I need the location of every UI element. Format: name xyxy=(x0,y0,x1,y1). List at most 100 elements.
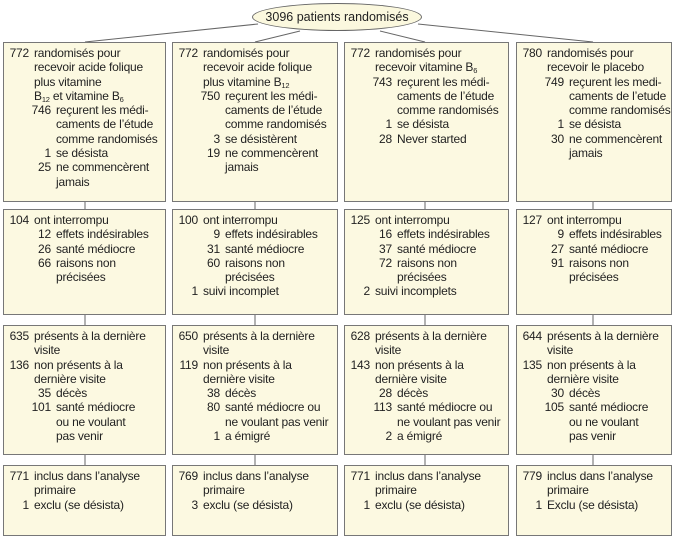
line-text: santé médiocre xyxy=(569,400,648,414)
line-text: caments de l’étude xyxy=(397,89,494,103)
text-part: exclu (se désista) xyxy=(34,497,124,512)
line-text: randomisés pour xyxy=(547,46,634,60)
text-part: caments de l’étude xyxy=(225,103,323,118)
box-line: pas venir xyxy=(7,429,163,443)
box-line: 19 ne commencèrent xyxy=(176,146,335,160)
count xyxy=(7,75,29,89)
count xyxy=(348,372,370,386)
text-part: santé médiocre xyxy=(569,400,649,415)
text-part: suivi incomplets xyxy=(375,284,457,299)
count xyxy=(29,415,51,429)
line-text: ont interrompu xyxy=(547,213,622,227)
count xyxy=(198,117,220,131)
count: 771 xyxy=(350,469,371,483)
count: 30 xyxy=(551,131,564,146)
count xyxy=(542,270,564,284)
text-part: présents à la dernière xyxy=(203,329,315,343)
count xyxy=(198,415,220,429)
count: 1 xyxy=(557,117,565,132)
text-part: ne commencèrent xyxy=(225,146,319,161)
box-line: visite xyxy=(7,343,163,357)
box-line: 91 raisons non xyxy=(520,256,669,270)
line-text: inclus dans l’analyse xyxy=(203,469,309,483)
line-text: effets indésirables xyxy=(569,227,662,241)
text-part: inclus dans l’analyse xyxy=(34,469,140,483)
count: 101 xyxy=(31,400,52,415)
text-part: randomisés pour xyxy=(203,46,290,60)
text-part: raisons non xyxy=(397,255,457,270)
count: 104 xyxy=(9,213,30,227)
text-part: santé médiocre xyxy=(56,241,136,256)
box-line: précisées xyxy=(520,270,669,284)
line-text: non présents à la xyxy=(547,358,636,372)
box-line: visite xyxy=(348,343,506,357)
count: 37 xyxy=(379,241,392,256)
line-text: santé médiocre xyxy=(56,400,135,414)
count xyxy=(7,343,29,357)
line-text: ne voulant pas venir xyxy=(397,415,501,429)
text-part: comme randomisés xyxy=(569,103,671,118)
box-line: comme randomisés xyxy=(176,117,335,131)
text-part: précisées xyxy=(56,270,106,285)
text-part: raisons non xyxy=(569,255,629,270)
line-text: effets indésirables xyxy=(225,227,318,241)
count xyxy=(176,483,198,497)
text-part: ont interrompu xyxy=(34,213,109,227)
line-text: présents à la dernière xyxy=(375,329,487,343)
box-line: jamais xyxy=(7,175,163,189)
line-text: caments de l’etude xyxy=(569,89,666,103)
line-text: effets indésirables xyxy=(397,227,490,241)
text-part: santé médiocre ou xyxy=(397,400,493,415)
line-text: randomisés pour xyxy=(375,46,462,60)
box-line: précisées xyxy=(348,270,506,284)
count: 125 xyxy=(350,213,371,227)
text-part: jamais xyxy=(56,174,90,189)
count: 25 xyxy=(38,160,51,175)
count: 26 xyxy=(38,241,51,256)
count: 19 xyxy=(207,146,220,161)
text-part: se désista xyxy=(397,117,450,132)
line-text: primaire xyxy=(547,483,589,497)
text-part: non présents à la xyxy=(34,357,123,372)
line-text: non présents à la xyxy=(34,358,123,372)
line-text: précisées xyxy=(56,270,106,284)
count xyxy=(176,372,198,386)
line-text: inclus dans l’analyse xyxy=(375,469,481,483)
count: 650 xyxy=(178,329,199,343)
box-line: primaire xyxy=(176,483,335,497)
count: 1 xyxy=(191,284,199,299)
line-text: visite xyxy=(375,343,401,357)
line-text: recevoir acide folique xyxy=(203,60,312,74)
box-line: jamais xyxy=(176,160,335,174)
text-part: ne commencèrent xyxy=(569,131,663,146)
text-part: dernière visite xyxy=(34,371,106,386)
text-part: raisons non xyxy=(56,255,116,270)
text-part: suivi incomplet xyxy=(203,284,279,299)
text-part: reçurent les médi- xyxy=(225,88,318,103)
line-text: recevoir vitamine B6 xyxy=(375,60,477,74)
line-text: ne commencèrent xyxy=(56,160,149,174)
text-part: présents à la dernière xyxy=(34,329,146,343)
text-part: santé médiocre xyxy=(569,241,649,256)
box-line: caments de l’étude xyxy=(176,103,335,117)
count: 635 xyxy=(9,329,30,343)
count: 119 xyxy=(179,357,198,372)
line-text: ne commencèrent xyxy=(569,132,662,146)
box-line: jamais xyxy=(520,146,669,160)
count: 91 xyxy=(551,255,564,270)
count: 28 xyxy=(379,131,392,146)
